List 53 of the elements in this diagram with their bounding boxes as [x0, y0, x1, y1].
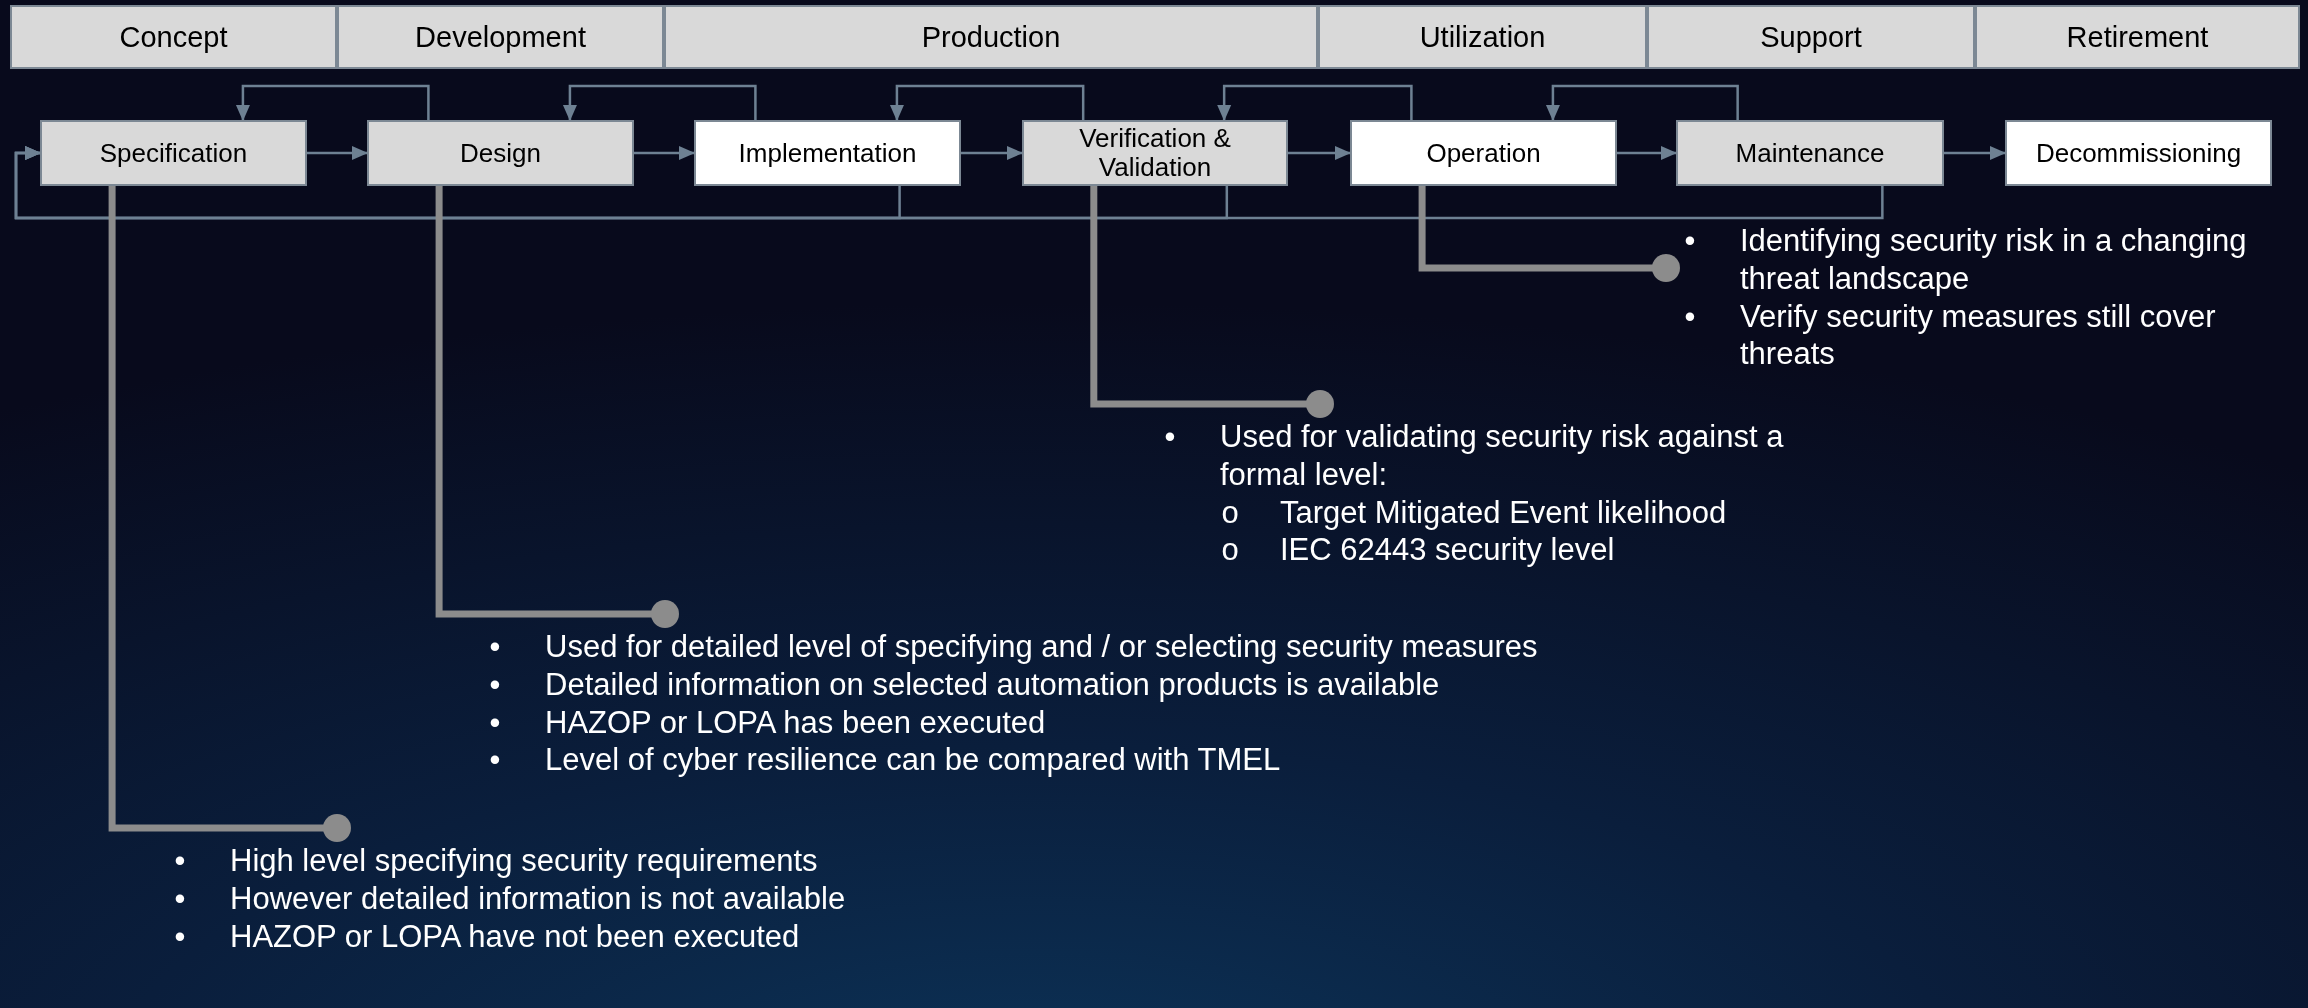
arrow: [1288, 146, 1351, 160]
process-box: Verification & Validation: [1022, 120, 1288, 186]
arrow: [307, 146, 368, 160]
process-box: Implementation: [694, 120, 961, 186]
bullet-text: However detailed information is not available: [230, 879, 847, 918]
phase-band: Support: [1647, 5, 1975, 69]
sub-bullet-marker: o: [1220, 531, 1240, 570]
bullet-text: Level of cyber resilience can be compared with TMEL: [545, 741, 1282, 780]
sub-bullet-marker: o: [1220, 493, 1240, 532]
bullet-marker: •: [173, 879, 187, 918]
arrow: [235, 84, 430, 121]
bullet-text: IEC 62443 security level: [1280, 531, 1616, 570]
bullet-marker: •: [173, 842, 187, 880]
process-box: Specification: [40, 120, 307, 186]
leader-line: [108, 186, 351, 842]
arrow: [1545, 84, 1739, 121]
process-box: Design: [367, 120, 634, 186]
bullet-marker: •: [488, 741, 502, 780]
bullet-marker: •: [488, 665, 502, 704]
bullet-text: HAZOP or LOPA has been executed: [545, 703, 1047, 742]
bullet-text: HAZOP or LOPA have not been executed: [230, 917, 801, 956]
bullet-marker: •: [488, 628, 502, 666]
process-box: Decommissioning: [2005, 120, 2272, 186]
arrow: [1617, 146, 1677, 160]
arrow: [14, 146, 1884, 220]
bullet-text: Verify security measures still cover threats: [1740, 297, 2217, 374]
arrow: [1944, 146, 2006, 160]
arrow: [889, 84, 1085, 121]
process-box: Operation: [1350, 120, 1617, 186]
bullet-marker: •: [488, 703, 502, 742]
phase-band: Development: [337, 5, 664, 69]
bullet-marker: •: [1163, 418, 1177, 456]
bullet-text: Detailed information on selected automation products is available: [545, 665, 1441, 704]
bullet-text: Used for detailed level of specifying and / or selecting security measures: [545, 628, 1539, 666]
arrow: [1217, 84, 1413, 121]
phase-band: Retirement: [1975, 5, 2300, 69]
bullet-text: High level specifying security requirements: [230, 842, 819, 880]
leader-line: [435, 186, 679, 628]
phase-band: Utilization: [1318, 5, 1647, 69]
bullet-marker: •: [173, 917, 187, 956]
process-box: Maintenance: [1676, 120, 1944, 186]
bullet-marker: •: [1683, 222, 1697, 260]
leader-line: [1418, 186, 1680, 282]
bullet-text: Used for validating security risk against a formal level:: [1220, 418, 1785, 494]
arrow: [634, 146, 695, 160]
arrow: [961, 146, 1023, 160]
arrow: [562, 84, 757, 121]
bullet-text: Target Mitigated Event likelihood: [1280, 493, 1728, 532]
phase-band: Production: [664, 5, 1318, 69]
leader-line: [1090, 186, 1334, 418]
bullet-marker: •: [1683, 297, 1697, 336]
bullet-text: Identifying security risk in a changing threat landscape: [1740, 222, 2248, 298]
phase-band: Concept: [10, 5, 337, 69]
